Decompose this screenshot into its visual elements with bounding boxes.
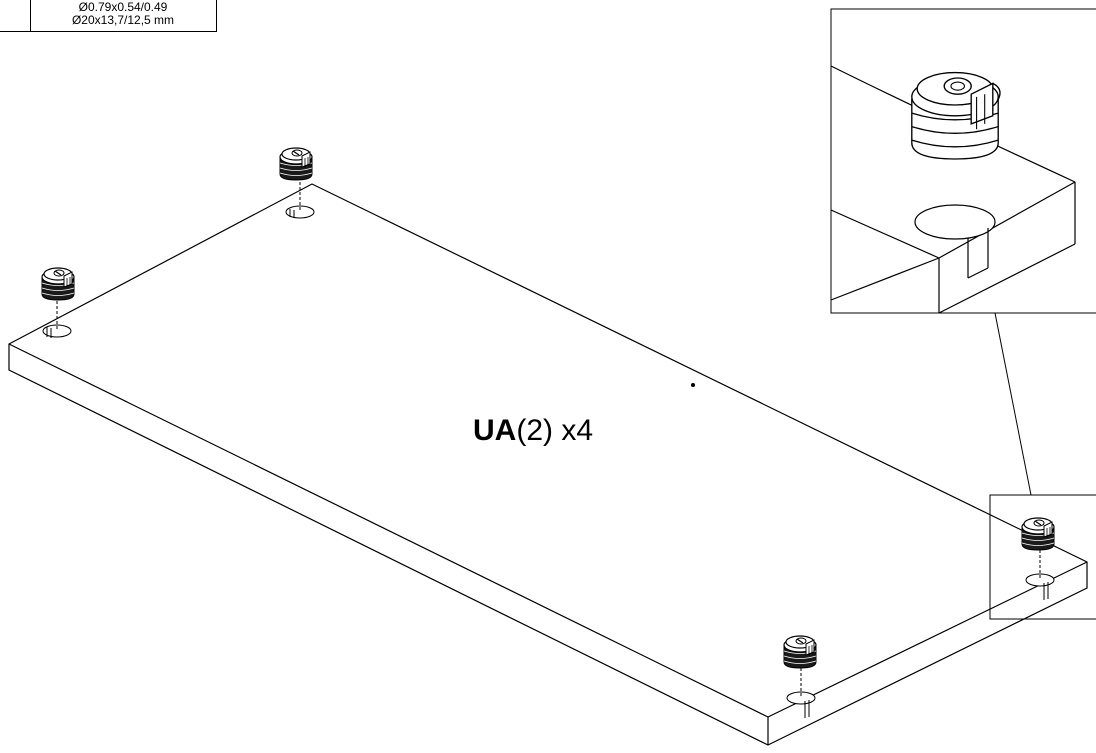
zoom-detail [830, 8, 1096, 314]
detail-callout-frame [989, 494, 1096, 620]
part-label: UA(2) x4 [473, 414, 593, 448]
spec-divider [30, 0, 31, 31]
hardware-spec-box: Ø0.79x0.54/0.49 Ø20x13,7/12,5 mm [0, 0, 217, 32]
cam-lock-icon [279, 147, 313, 181]
part-code: UA [473, 414, 517, 447]
panel-ua [8, 183, 1088, 746]
cam-lock-icon [783, 635, 817, 669]
panel-holes [42, 205, 1055, 718]
part-multiplier: x4 [553, 414, 594, 447]
part-qty: (2) [516, 414, 554, 447]
leader-line [994, 312, 1032, 496]
cam-lock-icon [1021, 517, 1055, 551]
spec-imperial: Ø0.79x0.54/0.49 [78, 0, 168, 14]
cam-lock-detail-icon [911, 71, 1001, 160]
panel-dot [691, 383, 695, 387]
spec-metric: Ø20x13,7/12,5 mm [71, 13, 175, 27]
cam-lock-icon [41, 267, 75, 301]
